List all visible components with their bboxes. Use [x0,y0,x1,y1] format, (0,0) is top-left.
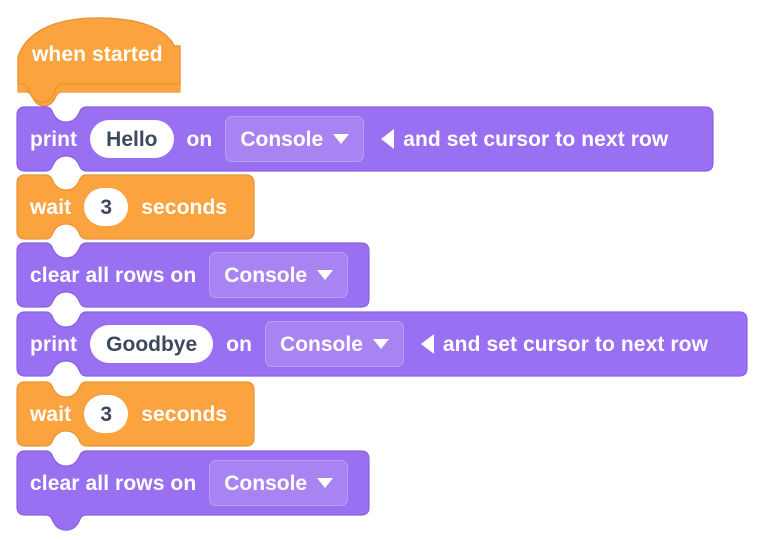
block-wait-second[interactable]: wait 3 seconds [16,381,255,447]
block-clear-all-rows-first[interactable]: clear all rows on Console [16,242,370,308]
block-print-hello[interactable]: print Hello on Console and set cursor to… [16,106,714,172]
block-wait-first[interactable]: wait 3 seconds [16,174,255,240]
block-clear-all-rows-second[interactable]: clear all rows on Console [16,450,370,531]
block-print-goodbye[interactable]: print Goodbye on Console and set cursor … [16,311,748,377]
block-when-started[interactable]: when started [14,12,181,108]
